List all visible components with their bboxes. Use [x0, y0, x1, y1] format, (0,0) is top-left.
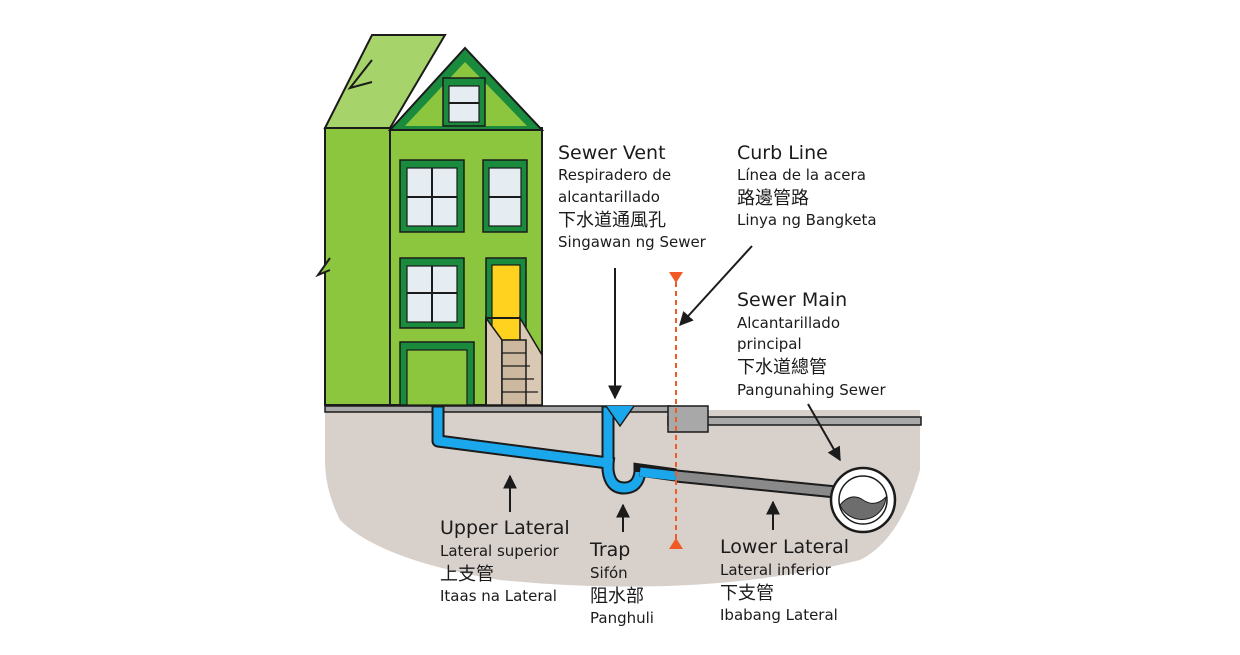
side-roof [323, 34, 447, 129]
upper-lateral-spanish: Lateral superior [440, 542, 560, 560]
sewer-main-pipe [829, 466, 897, 534]
curb-line-title: Curb Line [737, 142, 828, 164]
vent-cap [605, 405, 635, 428]
ground [324, 405, 922, 587]
sewer-vent-tagalog: Singawan ng Sewer [558, 233, 707, 251]
curb-line-marker [669, 272, 683, 549]
lower-lateral-pipe [675, 469, 837, 499]
sewer-main-arrow [807, 403, 841, 462]
sewer-main-spanish-1: Alcantarillado [737, 314, 840, 332]
window-middle-left [399, 257, 465, 329]
upper-lateral-tagalog: Itaas na Lateral [440, 587, 557, 605]
sewer-vent-spanish-1: Respiradero de [558, 166, 671, 184]
label-upper-lateral: Upper Lateral Lateral superior 上支管 Itaas… [440, 517, 570, 605]
curb-line-spanish: Línea de la acera [737, 166, 866, 184]
lower-lateral-chinese: 下支管 [720, 583, 774, 604]
lower-lateral-title: Lower Lateral [720, 536, 849, 558]
sewer-vent-title: Sewer Vent [558, 142, 666, 164]
curb-line-tagalog: Linya ng Bangketa [737, 211, 877, 229]
sewer-main-title: Sewer Main [737, 289, 847, 311]
curb-line-chinese: 路邊管路 [737, 188, 809, 209]
trap-title: Trap [589, 539, 630, 561]
upper-lateral-title: Upper Lateral [440, 517, 570, 539]
label-curb-line: Curb Line Línea de la acera 路邊管路 Linya n… [737, 142, 877, 229]
garage-door [399, 341, 475, 406]
trap-chinese: 阻水部 [590, 586, 644, 607]
sewer-vent-chinese: 下水道通風孔 [558, 210, 666, 231]
upper-lateral-chinese: 上支管 [440, 564, 494, 585]
trap-tagalog: Panghuli [590, 609, 654, 627]
label-trap: Trap Sifón 阻水部 Panghuli [589, 539, 654, 627]
label-lower-lateral: Lower Lateral Lateral inferior 下支管 Ibaba… [720, 536, 849, 624]
lower-lateral-tagalog: Ibabang Lateral [720, 606, 838, 624]
sewer-main-tagalog: Pangunahing Sewer [737, 381, 887, 399]
sewer-main-chinese: 下水道總管 [737, 357, 827, 378]
curb-line-arrow [679, 245, 753, 327]
callout-arrows [503, 245, 841, 532]
trap-spanish: Sifón [590, 564, 628, 582]
label-sewer-vent: Sewer Vent Respiradero de alcantarillado… [558, 142, 707, 251]
front-stairs [485, 315, 543, 406]
window-upper-right [482, 159, 528, 233]
label-sewer-main: Sewer Main Alcantarillado principal 下水道總… [737, 289, 887, 399]
sewer-main-spanish-2: principal [737, 335, 802, 353]
window-upper-left [399, 159, 465, 233]
house [315, 34, 545, 406]
upper-lateral-pipe [431, 405, 677, 495]
sewer-vent-spanish-2: alcantarillado [558, 188, 660, 206]
curb [667, 405, 709, 433]
lower-lateral-spanish: Lateral inferior [720, 561, 832, 579]
